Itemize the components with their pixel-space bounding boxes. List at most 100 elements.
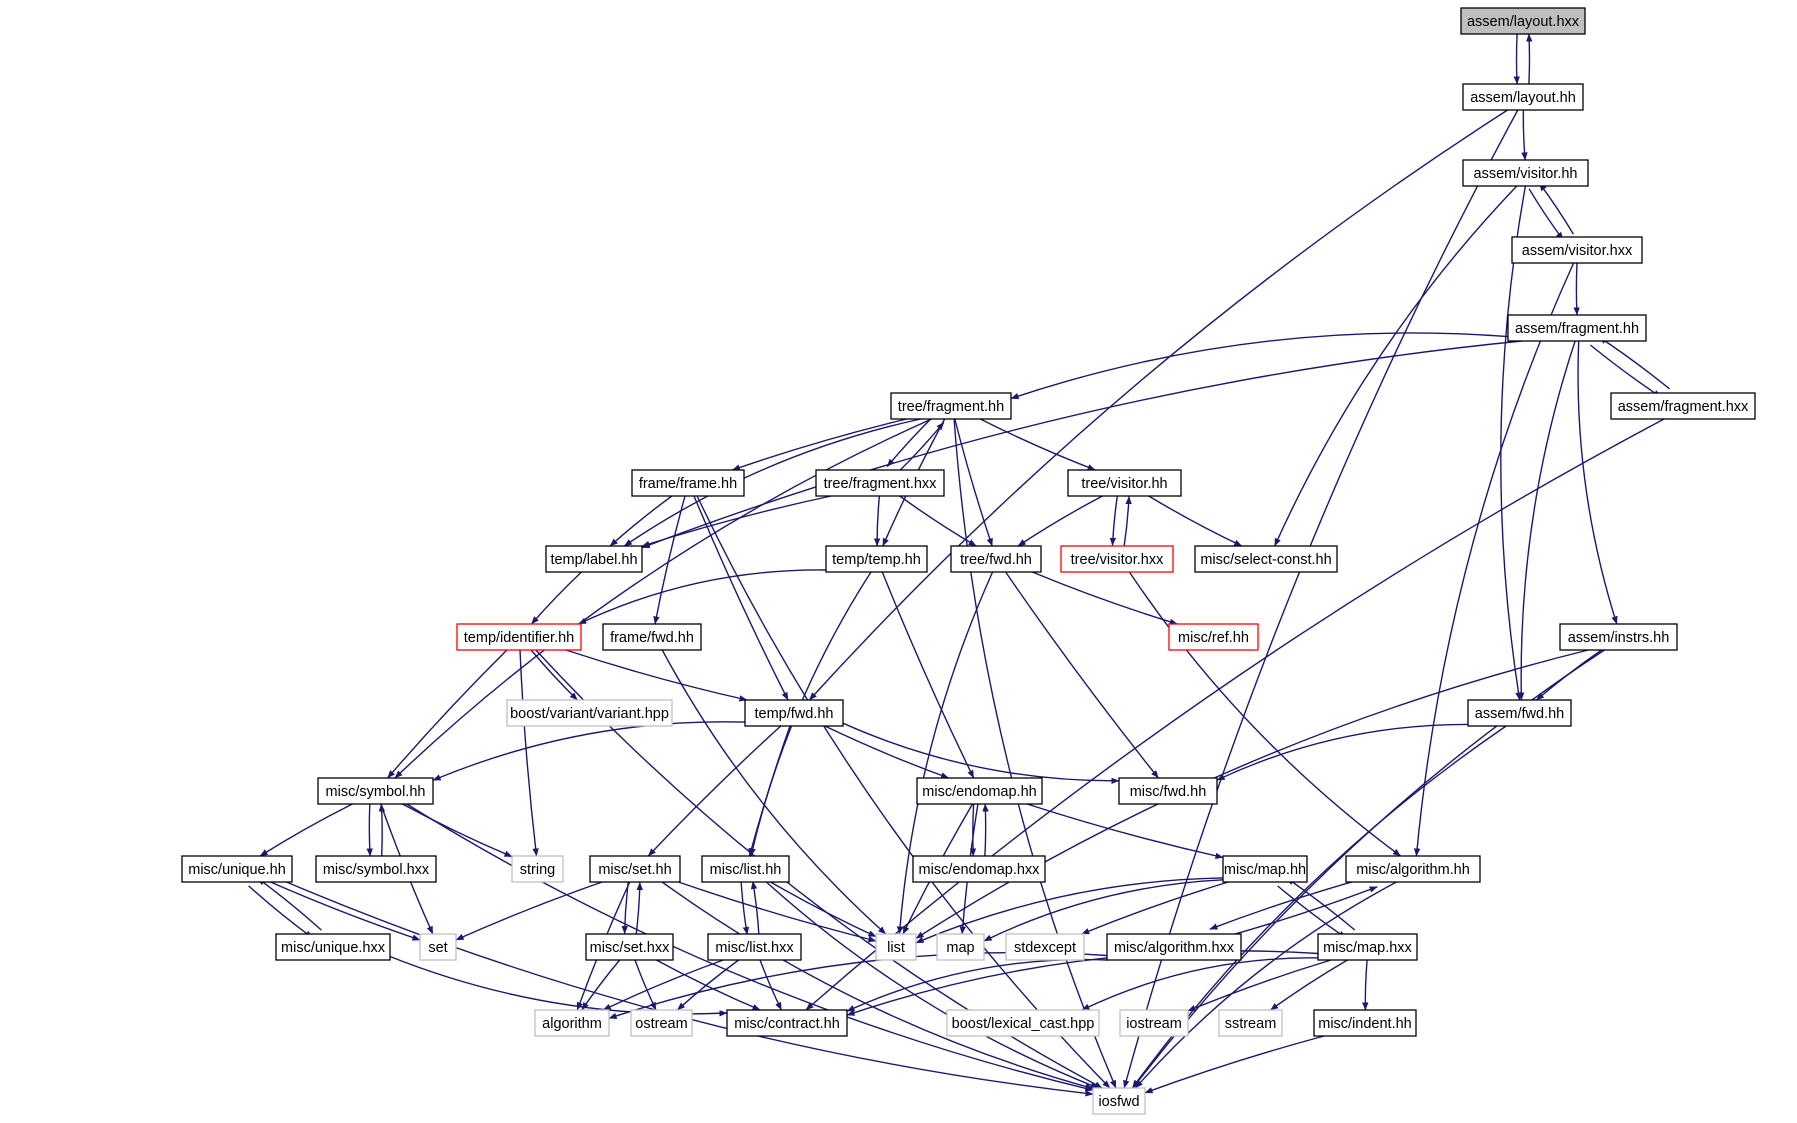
edge-endomap_hxx-to-endomap_hh (982, 803, 989, 857)
node-box (1610, 392, 1756, 420)
node-indent-hh[interactable]: misc/indent.hh (1313, 1009, 1417, 1037)
node-algo-hh[interactable]: misc/algorithm.hh (1345, 855, 1481, 883)
edge-layout_hh-to-tmpfwd_hh (808, 109, 1508, 701)
node-mfwd-hh[interactable]: misc/fwd.hh (1118, 777, 1218, 805)
node-box (545, 545, 643, 573)
node-afrag-hh[interactable]: assem/fragment.hh (1507, 314, 1647, 342)
edge-tfrag_hxx-to-label_hh (641, 495, 832, 547)
node-label: misc/set.hxx (590, 940, 671, 956)
edge-afrag_hh-to-afrag_hxx (1589, 344, 1662, 398)
node-selconst-hh[interactable]: misc/select-const.hh (1194, 545, 1338, 573)
node-map: map (936, 933, 985, 961)
node-box (1317, 933, 1418, 961)
node-box (585, 933, 674, 961)
node-visitor-hxx[interactable]: assem/visitor.hxx (1511, 236, 1643, 264)
node-box (950, 545, 1042, 573)
node-map-hxx[interactable]: misc/map.hxx (1317, 933, 1418, 961)
node-unique-hxx[interactable]: misc/unique.hxx (275, 933, 391, 961)
node-tfrag-hxx[interactable]: tree/fragment.hxx (815, 469, 945, 497)
node-tmpfwd-hh[interactable]: temp/fwd.hh (744, 699, 844, 727)
node-layout-hh[interactable]: assem/layout.hh (1462, 83, 1584, 111)
node-symbol-hxx[interactable]: misc/symbol.hxx (315, 855, 437, 883)
edge-instrs_hh-to-afwd_hh (1535, 649, 1602, 701)
node-label: stdexcept (1014, 940, 1076, 956)
node-label: misc/contract.hh (734, 1016, 840, 1032)
edge-map_hh-to-map_hxx (1277, 885, 1347, 939)
node-box (456, 623, 582, 651)
node-tfwd-hh[interactable]: tree/fwd.hh (950, 545, 1042, 573)
node-box (936, 933, 985, 961)
edge-afrag_hh-to-label_hh (641, 340, 1522, 549)
node-label: iostream (1126, 1016, 1182, 1032)
node-endomap-hxx[interactable]: misc/endomap.hxx (912, 855, 1046, 883)
node-set-hxx[interactable]: misc/set.hxx (585, 933, 674, 961)
node-algo-hxx[interactable]: misc/algorithm.hxx (1106, 933, 1242, 961)
node-box (630, 1009, 693, 1037)
edge-tvisitor_hh-to-tvisitor_hxx (1109, 495, 1119, 546)
edge-endomap_hh-to-map_hh (1026, 803, 1224, 859)
node-label: misc/fwd.hh (1130, 784, 1207, 800)
node-unique-hh[interactable]: misc/unique.hh (181, 855, 293, 883)
node-ostream: ostream (630, 1009, 693, 1037)
node-label: frame/fwd.hh (610, 630, 694, 646)
node-label: sstream (1225, 1016, 1277, 1032)
node-label: assem/layout.hxx (1467, 14, 1580, 30)
node-label: misc/endomap.hh (922, 784, 1036, 800)
node-box (890, 392, 1012, 420)
node-list-hxx[interactable]: misc/list.hxx (707, 933, 802, 961)
node-box (1168, 623, 1259, 651)
edge-afwd_hh-to-mfwd_hh (1216, 723, 1469, 781)
node-box (1511, 236, 1643, 264)
edge-frame_hh-to-ffwd_hh (653, 495, 686, 625)
node-tvisitor-hh[interactable]: tree/visitor.hh (1067, 469, 1182, 497)
node-label: assem/fragment.hh (1515, 321, 1639, 337)
node-list-hh[interactable]: misc/list.hh (701, 855, 790, 883)
node-label: misc/list.hh (710, 862, 782, 878)
edge-map_hxx-to-contract_hh (846, 950, 1319, 1016)
edge-map_hxx-to-iostream (1187, 959, 1332, 1012)
node-box (912, 855, 1046, 883)
edge-visitor_hxx-to-afrag_hh (1573, 262, 1580, 316)
node-map-hh[interactable]: misc/map.hh (1222, 855, 1308, 883)
node-label: algorithm (542, 1016, 602, 1032)
edge-layout_hxx-to-layout_hh (1513, 33, 1520, 85)
edge-label_hh-to-ident_hh (530, 571, 582, 625)
edge-tfrag_hh-to-symbol_hh (394, 418, 932, 779)
node-set-hh[interactable]: misc/set.hh (589, 855, 681, 883)
edge-set_hxx-to-algorithm (581, 959, 621, 1011)
node-box (511, 855, 564, 883)
node-tvisitor-hxx[interactable]: tree/visitor.hxx (1060, 545, 1174, 573)
node-label: frame/frame.hh (639, 476, 737, 492)
edge-temp_hh-to-ident_hh (578, 569, 827, 625)
node-contract-hh[interactable]: misc/contract.hh (726, 1009, 848, 1037)
edge-list_hxx-to-ostream (676, 959, 740, 1011)
node-temp-hh[interactable]: temp/temp.hh (825, 545, 928, 573)
node-endomap-hh[interactable]: misc/endomap.hh (916, 777, 1043, 805)
edge-tfwd_hh-to-ref_hh (1032, 571, 1178, 625)
node-tfrag-hh[interactable]: tree/fragment.hh (890, 392, 1012, 420)
node-ident-hh[interactable]: temp/identifier.hh (456, 623, 582, 651)
node-box (744, 699, 844, 727)
node-box (815, 469, 945, 497)
node-label: misc/set.hh (598, 862, 671, 878)
node-box (1060, 545, 1174, 573)
edge-map_hh-to-map (983, 879, 1224, 942)
node-afwd-hh[interactable]: assem/fwd.hh (1467, 699, 1572, 727)
node-instrs-hh[interactable]: assem/instrs.hh (1559, 623, 1678, 651)
edge-afrag_hxx-to-afrag_hh (1598, 336, 1671, 390)
node-afrag-hxx[interactable]: assem/fragment.hxx (1610, 392, 1756, 420)
node-symbol-hh[interactable]: misc/symbol.hh (317, 777, 434, 805)
node-ref-hh[interactable]: misc/ref.hh (1168, 623, 1259, 651)
node-label-hh[interactable]: temp/label.hh (545, 545, 643, 573)
node-box (419, 933, 457, 961)
node-label: assem/layout.hh (1470, 90, 1576, 106)
node-frame-hh[interactable]: frame/frame.hh (631, 469, 745, 497)
node-ffwd-hh[interactable]: frame/fwd.hh (602, 623, 702, 651)
node-algorithm: algorithm (534, 1009, 610, 1037)
node-visitor-hh[interactable]: assem/visitor.hh (1462, 159, 1589, 187)
node-box (1106, 933, 1242, 961)
node-label: boost/variant/variant.hpp (510, 706, 669, 722)
edge-symbol_hh-to-iosfwd (406, 803, 1094, 1092)
node-box (1218, 1009, 1283, 1037)
node-layout-hxx[interactable]: assem/layout.hxx (1460, 7, 1586, 35)
